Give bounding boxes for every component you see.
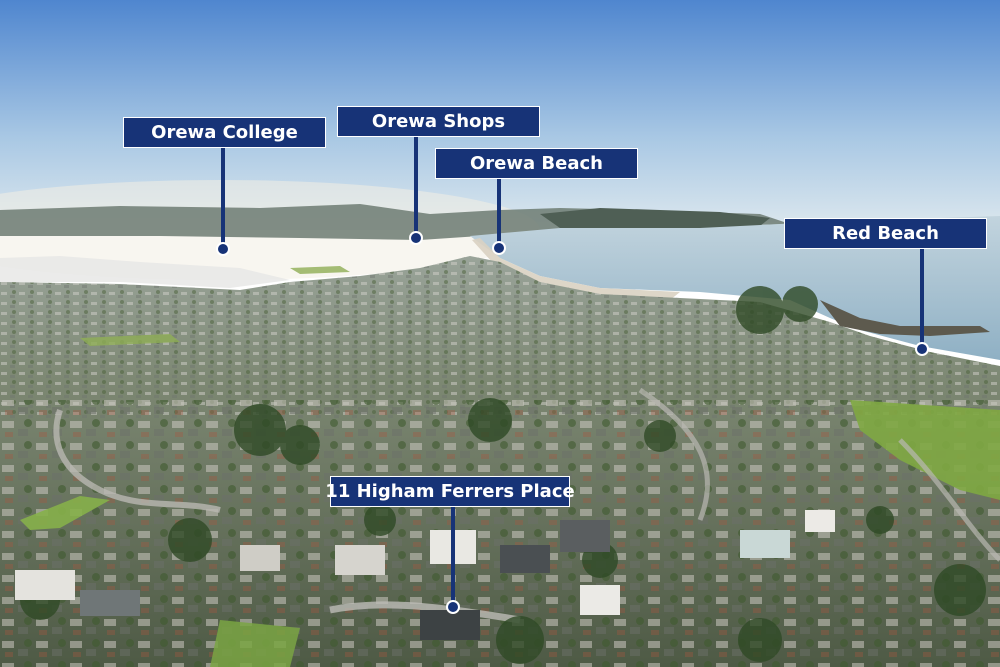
pin-orewa-shops-stem	[414, 135, 418, 235]
pin-red-beach-label: Red Beach	[784, 218, 987, 249]
pin-red-beach-stem	[920, 246, 924, 344]
pin-orewa-college-dot	[216, 242, 230, 256]
pin-orewa-shops-dot	[409, 231, 423, 245]
pin-orewa-college-stem	[221, 146, 225, 248]
pin-red-beach-dot	[915, 342, 929, 356]
pin-orewa-beach-dot	[492, 241, 506, 255]
pin-property-dot	[446, 600, 460, 614]
pin-orewa-college-label: Orewa College	[123, 117, 326, 148]
pin-orewa-shops-label: Orewa Shops	[337, 106, 540, 137]
pin-orewa-beach-label: Orewa Beach	[435, 148, 638, 179]
pin-property-label: 11 Higham Ferrers Place	[325, 476, 575, 507]
pin-orewa-beach-stem	[497, 176, 501, 244]
pin-property-stem	[451, 504, 455, 602]
